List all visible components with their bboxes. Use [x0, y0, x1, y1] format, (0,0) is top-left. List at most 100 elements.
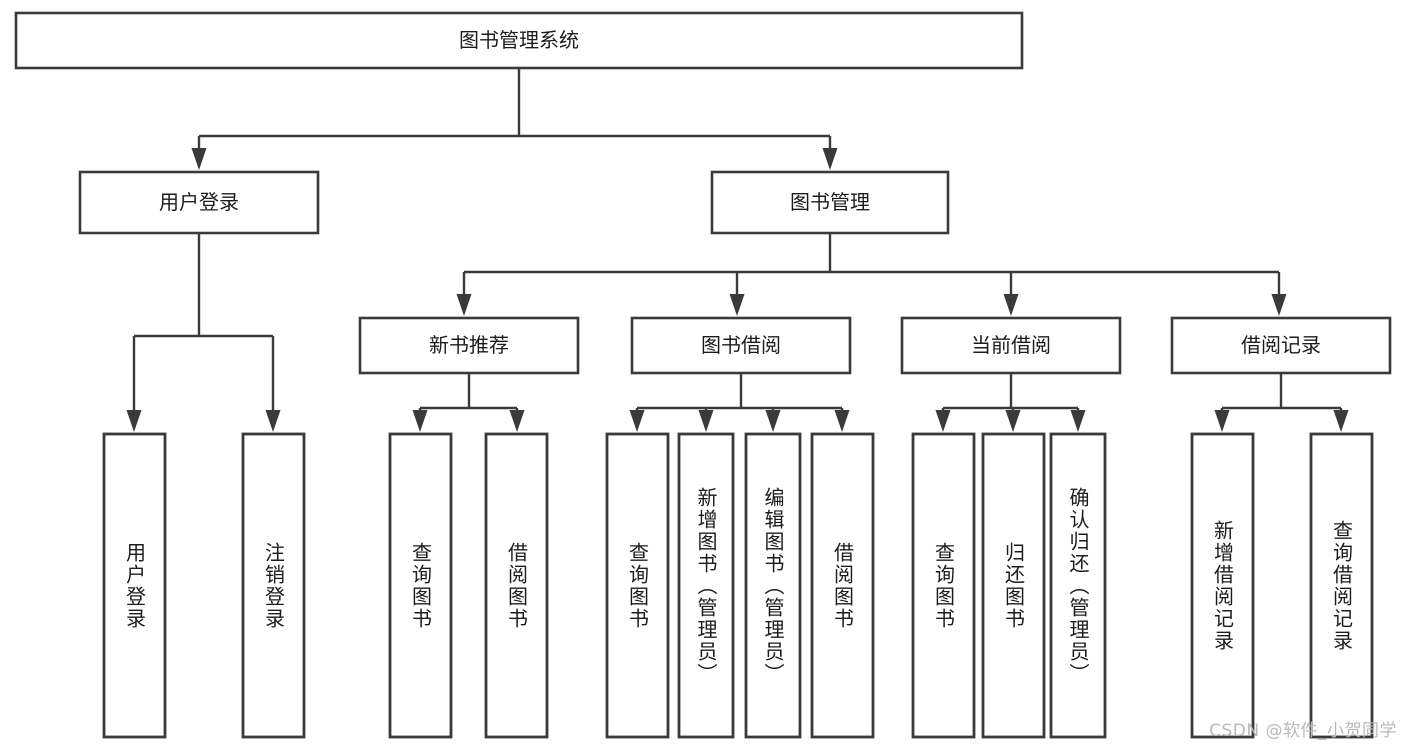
node-label-wrapper: 查询图书	[625, 541, 650, 630]
node-leaf-borrow-borrow-book[interactable]: 借阅图书	[810, 432, 875, 739]
node-label: 查询图书	[625, 541, 650, 630]
node-leaf-current-confirm-return[interactable]: 确认归还（管理员）	[1049, 432, 1107, 739]
connector-arrow	[265, 336, 281, 432]
node-label: 查询图书	[931, 541, 956, 630]
node-box[interactable]	[388, 432, 453, 739]
arrow-head-icon	[765, 410, 781, 432]
node-label: 注销登录	[261, 541, 286, 630]
arrow-head-icon	[1003, 294, 1019, 316]
node-leaf-user-login[interactable]: 用户登录	[102, 432, 167, 739]
connector-arrow	[698, 408, 714, 432]
arrow-head-icon	[191, 148, 207, 170]
node-label: 查询借阅记录	[1329, 519, 1354, 652]
arrow-head-icon	[698, 410, 714, 432]
node-box[interactable]	[911, 432, 976, 739]
arrow-head-icon	[729, 294, 745, 316]
node-box[interactable]	[744, 432, 802, 739]
node-label: 用户登录	[122, 541, 147, 630]
node-label: 归还图书	[1001, 541, 1026, 630]
arrow-head-icon	[1271, 294, 1287, 316]
node-label-wrapper: 归还图书	[1001, 541, 1026, 630]
node-box[interactable]	[1190, 432, 1255, 739]
arrow-head-icon	[834, 410, 850, 432]
node-box[interactable]	[677, 432, 735, 739]
connector-arrow	[1333, 408, 1349, 432]
connector-arrow	[126, 336, 142, 432]
node-box[interactable]	[981, 432, 1046, 739]
node-label-wrapper: 编辑图书（管理员）	[761, 486, 785, 685]
connector-arrow	[834, 408, 850, 432]
node-leaf-record-add[interactable]: 新增借阅记录	[1190, 432, 1255, 739]
node-label-wrapper: 查询借阅记录	[1329, 519, 1354, 652]
connector-arrow	[1005, 408, 1021, 432]
node-new-book-recommend[interactable]: 新书推荐	[358, 316, 580, 375]
node-label-wrapper: 用户登录	[122, 541, 147, 630]
node-label: 用户登录	[159, 190, 239, 214]
node-leaf-borrow-edit-book[interactable]: 编辑图书（管理员）	[744, 432, 802, 739]
node-user-login[interactable]: 用户登录	[78, 170, 320, 235]
node-label: 确认归还（管理员）	[1066, 486, 1090, 685]
node-box[interactable]	[102, 432, 167, 739]
connector-arrow	[1003, 272, 1019, 316]
connector-arrow	[509, 408, 525, 432]
node-book-borrow[interactable]: 图书借阅	[630, 316, 852, 375]
arrow-head-icon	[629, 410, 645, 432]
node-box[interactable]	[630, 316, 852, 375]
node-leaf-borrow-add-book[interactable]: 新增图书（管理员）	[677, 432, 735, 739]
connector-arrow	[822, 136, 838, 170]
node-label: 新增借阅记录	[1210, 519, 1235, 652]
node-label-wrapper: 注销登录	[261, 541, 286, 630]
node-label: 借阅记录	[1241, 333, 1321, 357]
node-book-manage[interactable]: 图书管理	[710, 170, 950, 235]
node-borrow-record[interactable]: 借阅记录	[1170, 316, 1392, 375]
node-box[interactable]	[810, 432, 875, 739]
arrow-head-icon	[822, 148, 838, 170]
node-label-wrapper: 借阅图书	[504, 541, 529, 630]
arrow-head-icon	[456, 294, 472, 316]
connector-arrow	[765, 408, 781, 432]
connector-arrow	[935, 408, 951, 432]
arrow-head-icon	[1070, 410, 1086, 432]
node-box[interactable]	[1309, 432, 1374, 739]
node-leaf-current-query-book[interactable]: 查询图书	[911, 432, 976, 739]
node-label-wrapper: 查询图书	[409, 542, 433, 630]
node-label: 借阅图书	[830, 541, 855, 630]
arrow-head-icon	[126, 410, 142, 432]
node-leaf-user-logout[interactable]: 注销登录	[241, 432, 306, 739]
node-box[interactable]	[1049, 432, 1107, 739]
node-label-wrapper: 确认归还（管理员）	[1066, 486, 1090, 685]
node-current-borrow[interactable]: 当前借阅	[900, 316, 1122, 375]
node-leaf-borrow-query-book[interactable]: 查询图书	[605, 432, 670, 739]
node-box[interactable]	[900, 316, 1122, 375]
arrow-head-icon	[1333, 410, 1349, 432]
connector-arrow	[1271, 272, 1287, 316]
node-leaf-record-query[interactable]: 查询借阅记录	[1309, 432, 1374, 739]
node-label: 编辑图书（管理员）	[761, 486, 785, 685]
node-box[interactable]	[605, 432, 670, 739]
node-label-wrapper: 新增图书（管理员）	[694, 487, 718, 685]
node-leaf-current-return-book[interactable]: 归还图书	[981, 432, 1046, 739]
node-box[interactable]	[1170, 316, 1392, 375]
node-box[interactable]	[78, 170, 320, 235]
node-box[interactable]	[358, 316, 580, 375]
node-leaf-recommend-borrow-book[interactable]: 借阅图书	[484, 432, 549, 739]
node-label-wrapper: 借阅图书	[830, 541, 855, 630]
node-label: 图书管理系统	[459, 28, 579, 52]
node-box[interactable]	[710, 170, 950, 235]
node-root-root[interactable]: 图书管理系统	[14, 11, 1024, 70]
arrow-head-icon	[1214, 410, 1230, 432]
connector-arrow	[729, 272, 745, 316]
node-leaf-recommend-query-book[interactable]: 查询图书	[388, 432, 453, 739]
node-box[interactable]	[484, 432, 549, 739]
arrow-head-icon	[1005, 410, 1021, 432]
node-label-wrapper: 查询图书	[931, 541, 956, 630]
node-label: 图书借阅	[701, 333, 781, 357]
connector-arrow	[1214, 408, 1230, 432]
node-box[interactable]	[14, 11, 1024, 70]
node-box[interactable]	[241, 432, 306, 739]
connector-arrow	[412, 408, 428, 432]
node-label: 借阅图书	[504, 541, 529, 630]
nodes-layer: 图书管理系统用户登录图书管理新书推荐图书借阅当前借阅借阅记录用户登录注销登录查询…	[14, 11, 1392, 739]
